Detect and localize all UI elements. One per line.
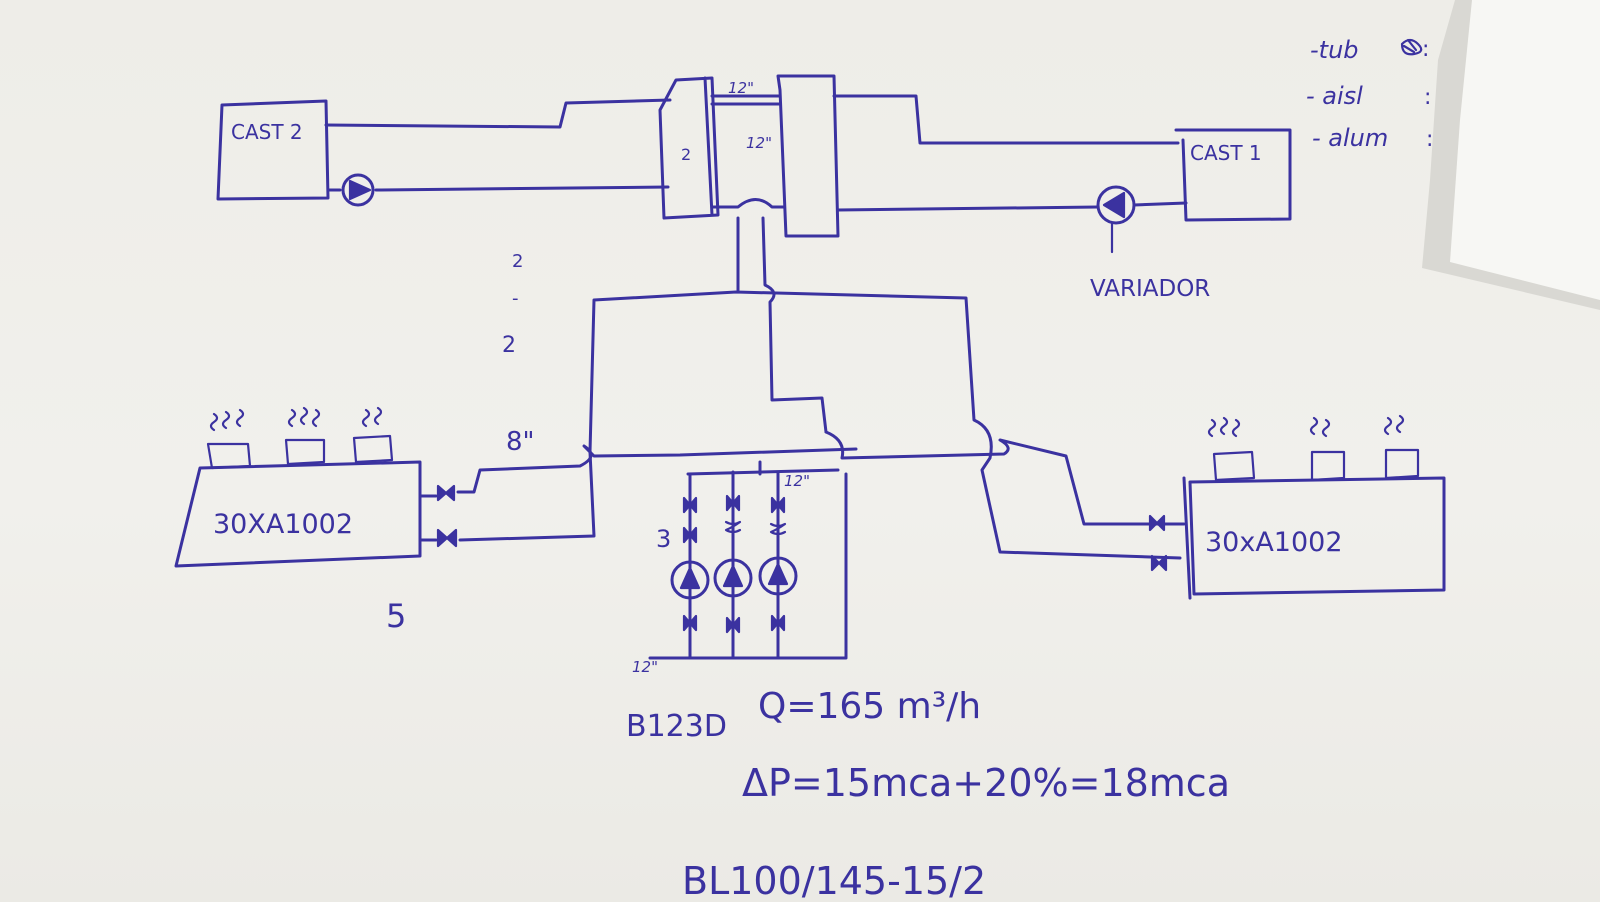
- pipe-size-8: 8": [506, 427, 535, 457]
- sticky-note: [1422, 0, 1600, 310]
- spec-pump: BL100/145-15/2: [682, 859, 986, 902]
- chiller-left-label: 30XA1002: [213, 509, 353, 540]
- collector-right: [776, 74, 840, 238]
- pump-icon: [341, 173, 375, 207]
- valve-icon: [1148, 514, 1166, 532]
- pump-group-valves: [682, 494, 787, 634]
- legend-aisl: - aisl: [1306, 82, 1363, 110]
- pump-icon: [758, 556, 798, 596]
- legend-tub-scribble: [1400, 38, 1423, 56]
- chiller-right-label: 30xA1002: [1205, 527, 1343, 558]
- pump-icon: [670, 560, 710, 600]
- pump-group-header-top: [686, 468, 840, 476]
- variator-label: VARIADOR: [1090, 276, 1210, 302]
- pipe-collector-cross-bottom: [710, 198, 786, 209]
- cast2-unit-box: [216, 99, 330, 201]
- pump-group-size-bottom: 12": [632, 658, 658, 676]
- pipe-cast2-return: [374, 185, 670, 192]
- margin-mark-c: 2: [502, 333, 516, 358]
- pump-group-count: 3: [656, 525, 671, 553]
- spec-model: B123D: [626, 709, 727, 744]
- pump-group-size-top: 12": [784, 472, 810, 490]
- legend-colon-1: :: [1422, 37, 1429, 62]
- chiller-left-fan-3: [352, 434, 394, 464]
- valve-icon: [1150, 554, 1168, 572]
- chiller-right-fan-3: [1384, 448, 1420, 480]
- cast1-unit-box: [1174, 128, 1292, 222]
- valve-icon: [436, 484, 456, 502]
- legend-colon-3: :: [1426, 127, 1433, 152]
- left-count: 5: [386, 597, 406, 635]
- pipe-header-loop: [588, 290, 1182, 560]
- steam-icon: [1207, 414, 1405, 438]
- pump-icon: [713, 558, 753, 598]
- chiller-right-fan-2: [1310, 450, 1346, 482]
- valve-icon: [436, 528, 458, 548]
- size-label-12-top: 12": [728, 79, 754, 97]
- legend-tub: -tub: [1310, 36, 1359, 64]
- pipe-left-chiller-return: [418, 450, 596, 542]
- size-label-12-mid: 12": [746, 134, 772, 152]
- chiller-left-fan-2: [284, 438, 326, 466]
- chiller-left-box: [174, 460, 422, 568]
- steam-icon: [209, 406, 383, 432]
- chiller-right-fan-1: [1212, 450, 1256, 482]
- spec-flow: Q=165 m³/h: [758, 686, 981, 727]
- pipe-cast1-supply: [832, 94, 1180, 145]
- chiller-left-fan-1: [206, 442, 252, 470]
- spec-head: ΔP=15mca+20%=18mca: [742, 761, 1230, 805]
- cast1-label: CAST 1: [1190, 141, 1262, 165]
- pipe-cast1-return: [836, 205, 1100, 212]
- pipe-cast2-supply: [324, 98, 672, 129]
- legend-colon-2: :: [1424, 85, 1431, 110]
- chiller-right-box: [1182, 476, 1446, 600]
- margin-mark-b: -: [512, 288, 519, 309]
- collector-left-mark: 2: [681, 145, 691, 164]
- pump-group-header-bottom: [648, 472, 848, 660]
- legend-alum: - alum: [1312, 124, 1388, 152]
- pump-icon: [1096, 185, 1136, 225]
- pipe-right-chiller-supply: [824, 430, 1186, 526]
- pipe-collector-cross-top: [710, 94, 782, 106]
- pipe-main-riser-right: [761, 216, 828, 434]
- margin-mark-a: 2: [512, 251, 523, 272]
- collector-left: [658, 76, 720, 220]
- cast2-label: CAST 2: [231, 120, 303, 144]
- pipe-cast1-return-b: [1132, 201, 1188, 207]
